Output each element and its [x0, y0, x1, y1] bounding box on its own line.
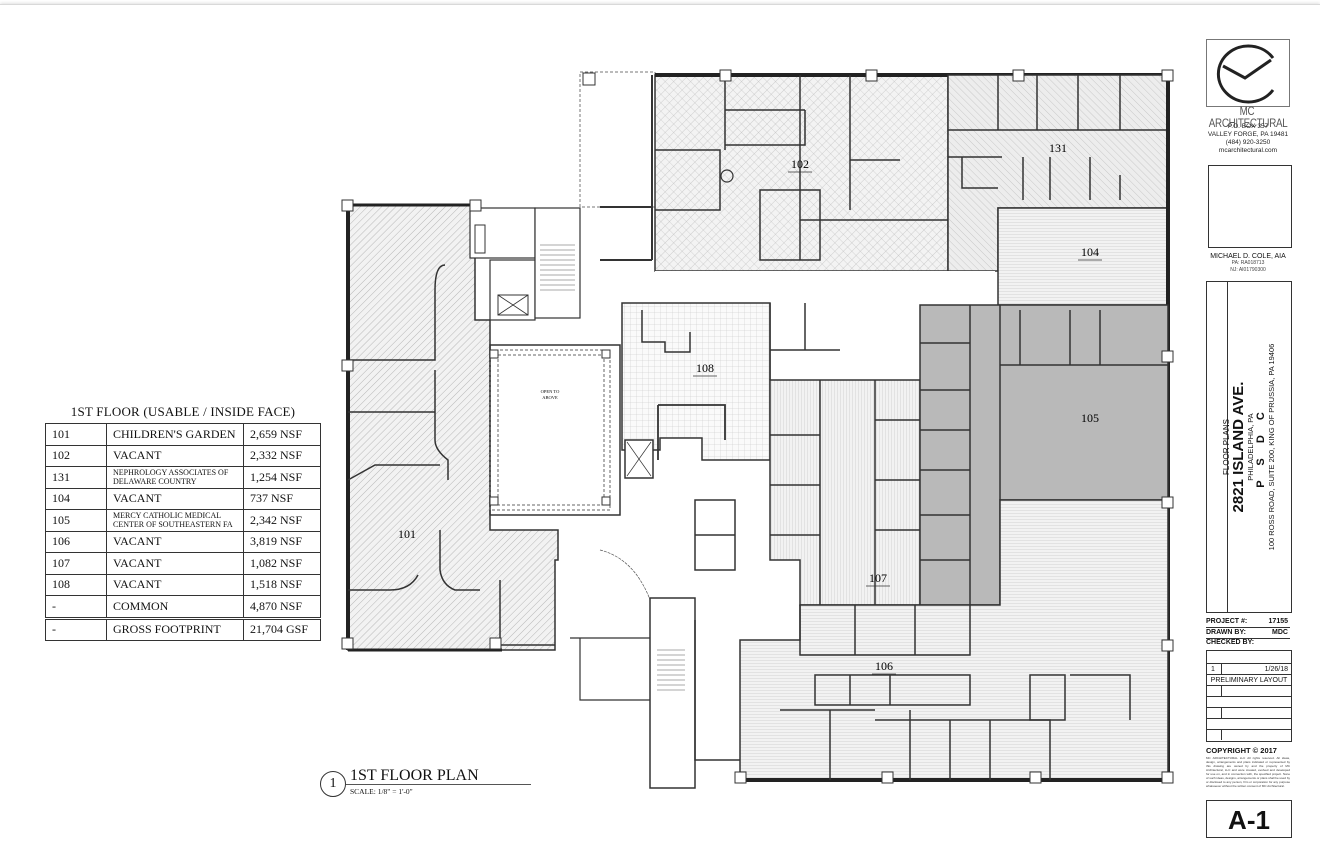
- seal-box: [1208, 165, 1292, 248]
- plan-scale: SCALE: 1/8" = 1'-0": [350, 787, 413, 796]
- checked-by-row: CHECKED BY:: [1206, 639, 1255, 646]
- suite-106: 106: [739, 499, 1169, 782]
- room-label-108: 108: [696, 361, 714, 375]
- client-name: P S D C: [1255, 406, 1267, 488]
- title-underline: [346, 784, 531, 785]
- project-info-rotated: FLOOR PLANS 2821 ISLAND AVE. PHILADELPHI…: [1222, 287, 1276, 607]
- revision-table: 1 1/26/18 PRELIMINARY LAYOUT: [1206, 650, 1292, 742]
- architect-info: MICHAEL D. COLE, AIA PA: RA018713 NJ: AI…: [1210, 253, 1286, 273]
- room-label-106: 106: [875, 659, 893, 673]
- suite-108: 108: [621, 302, 840, 479]
- room-label-107: 107: [869, 571, 887, 585]
- detail-number: 1: [320, 771, 346, 797]
- project-name: 2821 ISLAND AVE.: [1230, 381, 1247, 513]
- core-northwest: [469, 207, 581, 321]
- open-to-above-label: OPEN TO: [541, 389, 560, 394]
- drawn-by: MDC: [1272, 629, 1288, 636]
- project-city: PHILADELPHIA, PA: [1246, 413, 1255, 481]
- firm-name: MC ARCHITECTURAL: [1208, 106, 1288, 130]
- room-label-102: 102: [791, 157, 809, 171]
- project-number: 17155: [1268, 618, 1288, 625]
- revision-row: 1 1/26/18: [1207, 663, 1291, 675]
- suite-102: 102: [654, 73, 1168, 272]
- svg-text:ABOVE: ABOVE: [542, 395, 558, 400]
- sheet-number: A-1: [1206, 800, 1292, 838]
- structural-columns: [341, 69, 1174, 784]
- project-info-box: FLOOR PLANS 2821 ISLAND AVE. PHILADELPHI…: [1206, 281, 1292, 613]
- room-label-104: 104: [1081, 245, 1099, 259]
- area-table-title: 1ST FLOOR (USABLE / INSIDE FACE): [70, 404, 296, 419]
- firm-address: P.O. BOX 357 VALLEY FORGE, PA 19481 (484…: [1200, 123, 1296, 155]
- suite-101: 101: [346, 203, 559, 652]
- room-label-105: 105: [1081, 411, 1099, 425]
- logo-mark-icon: [1216, 44, 1275, 104]
- drawn-by-row: DRAWN BY: MDC: [1206, 628, 1290, 639]
- suite-107: 107: [769, 379, 921, 606]
- room-label-131: 131: [1049, 141, 1067, 155]
- firm-logo: [1206, 39, 1290, 107]
- project-number-row: PROJECT #: 17155: [1206, 617, 1290, 628]
- copyright-notice: MC ARCHITECTURAL LLC All rights reserved…: [1206, 756, 1290, 788]
- client-address: 100 ROSS ROAD, SUITE 200, KING OF PRUSSI…: [1267, 343, 1276, 551]
- north-vestibule: [579, 71, 656, 261]
- stair-southwest: [570, 597, 740, 789]
- copyright-heading: COPYRIGHT © 2017: [1206, 746, 1277, 755]
- toilets-center: [694, 499, 736, 571]
- revision-description: PRELIMINARY LAYOUT: [1207, 674, 1291, 686]
- floor-plan: 101 OPEN TO ABOVE: [341, 69, 1174, 789]
- room-label-101: 101: [398, 527, 416, 541]
- main-corridor: [655, 271, 995, 301]
- plan-title: 1ST FLOOR PLAN: [350, 767, 479, 784]
- firm-website: mcarchitectural.com: [1218, 147, 1278, 154]
